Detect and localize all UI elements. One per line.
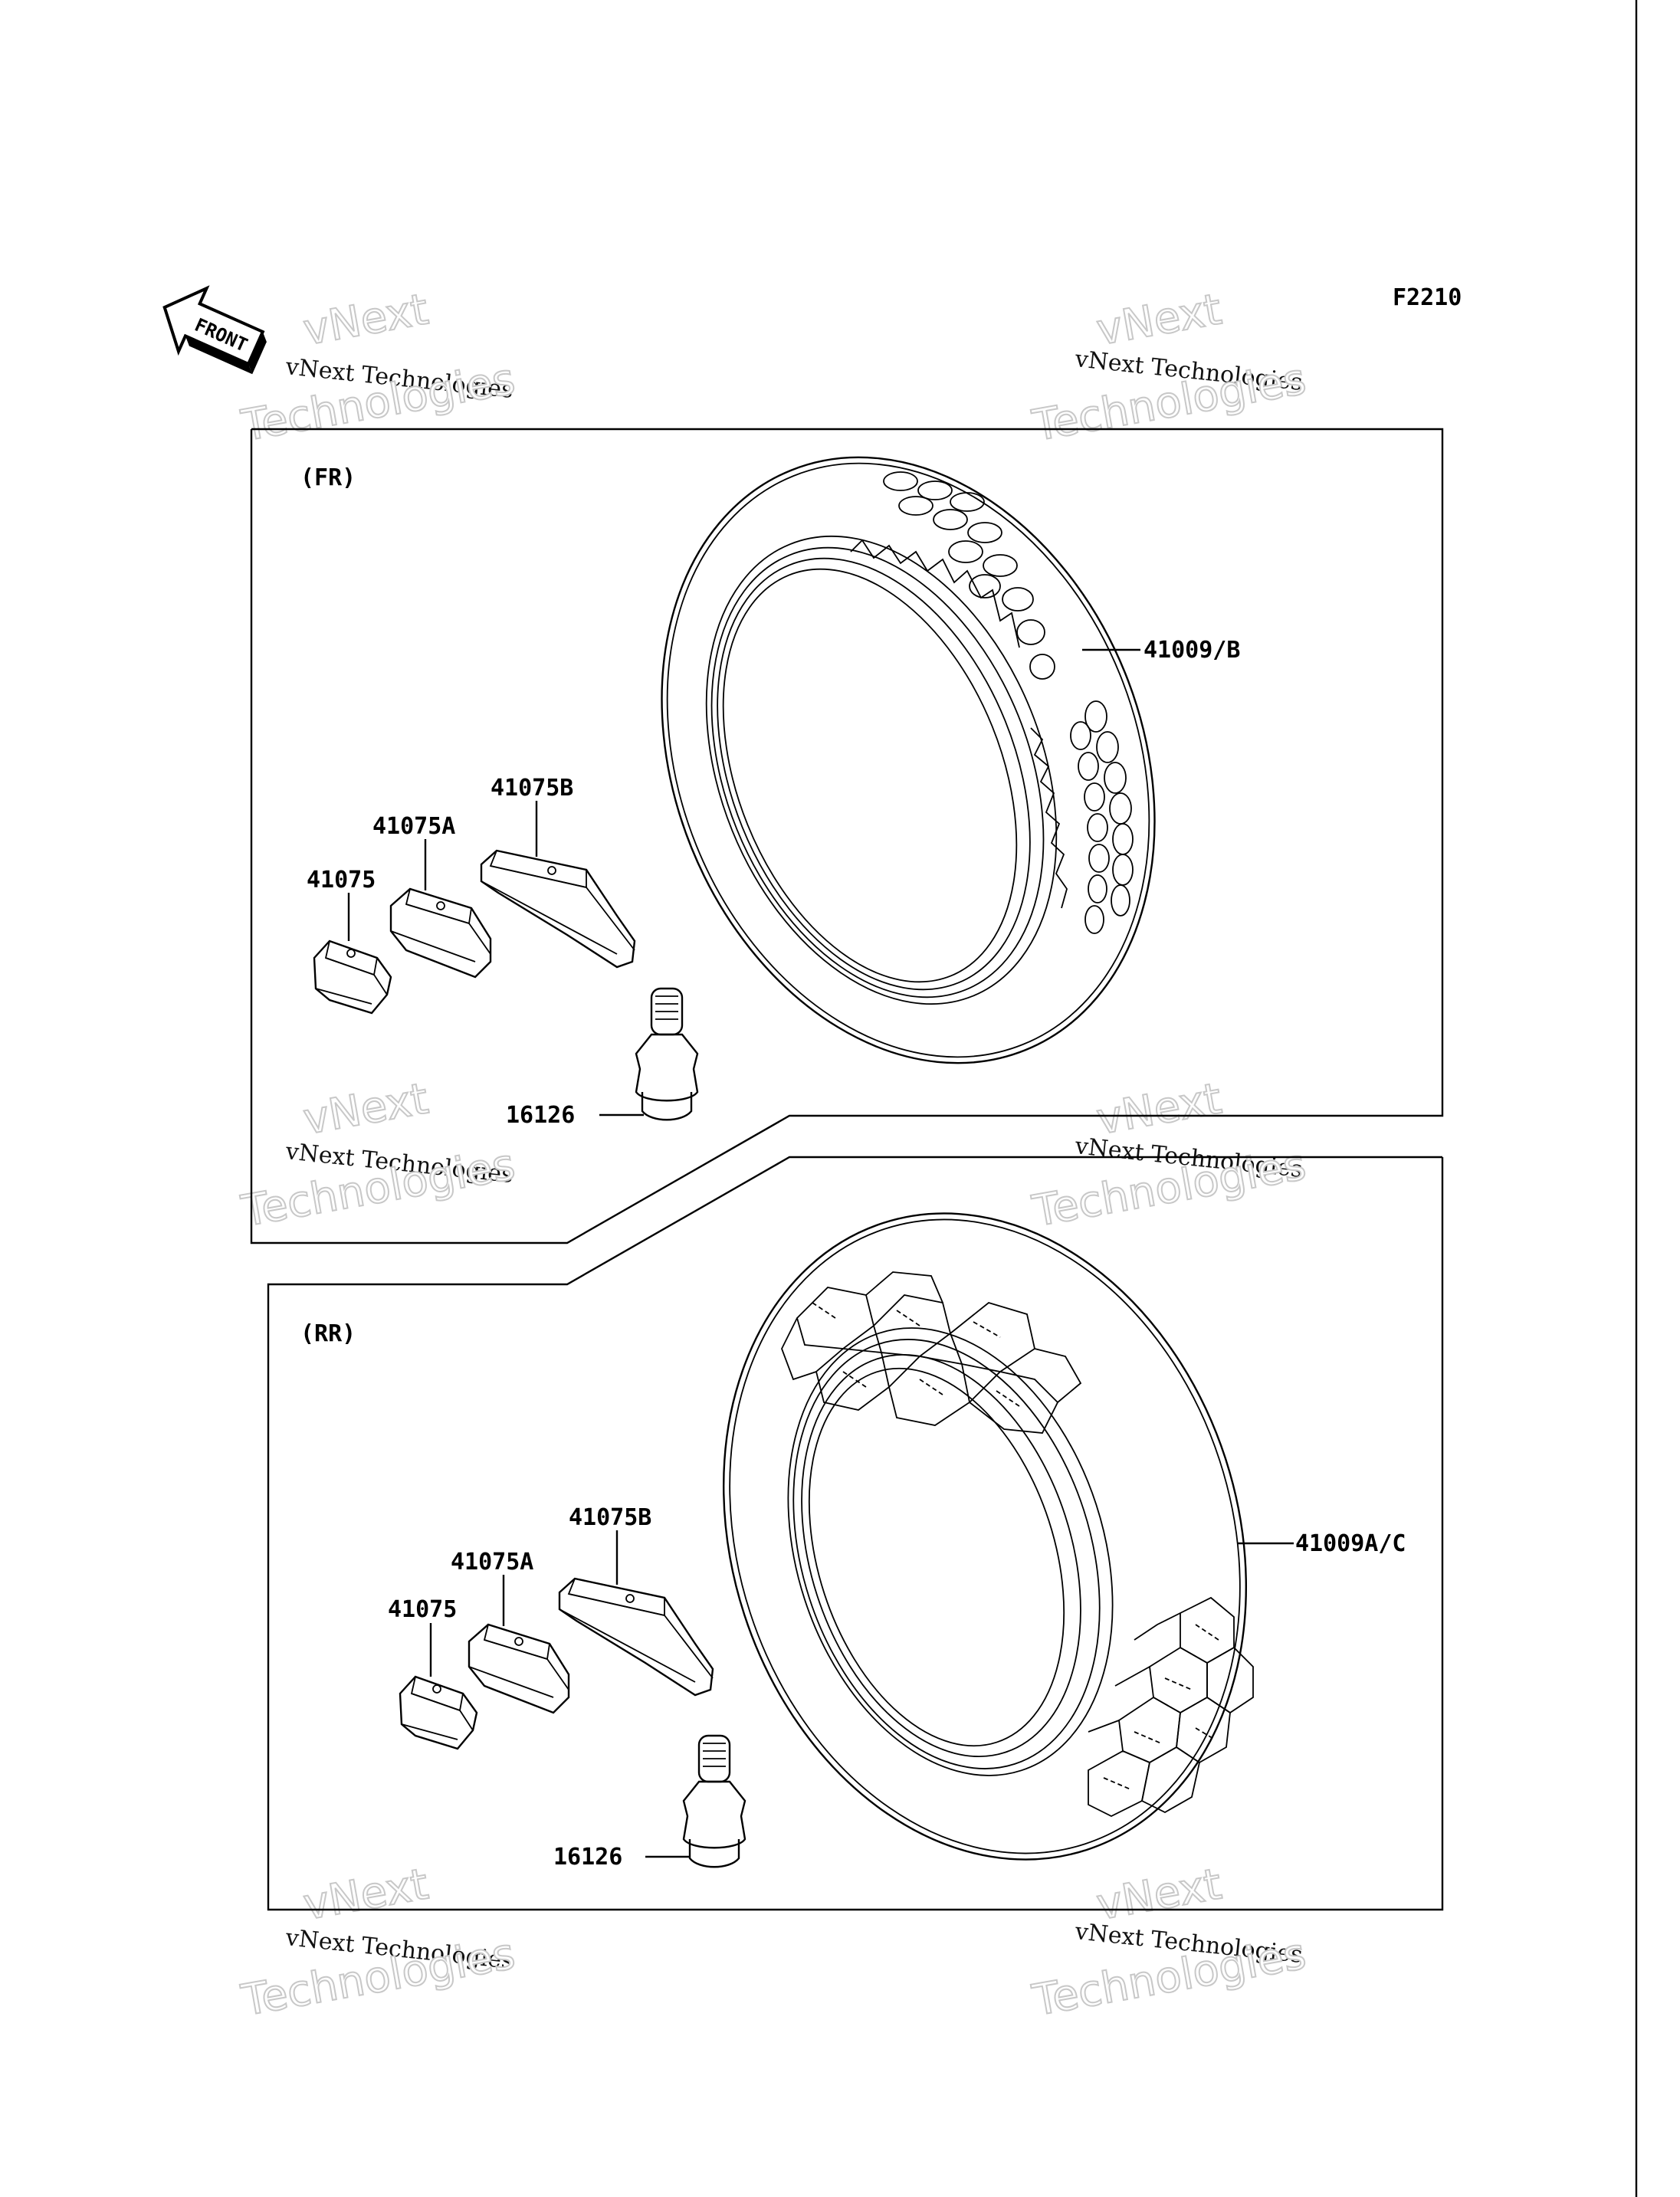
front-group-frame	[250, 428, 1444, 1244]
watermark-text: vNext	[300, 1859, 431, 1930]
front-weight-41075b-drawing	[480, 849, 636, 969]
watermark-text: vNext	[1093, 284, 1225, 355]
watermark-mid-left: vNext Technologies vNext Technologies	[237, 1073, 520, 1238]
rear-weight-b-part-number: 41075B	[569, 1504, 651, 1531]
watermark-top-left: vNext Technologies vNext Technologies	[237, 284, 520, 452]
watermark-bottom-left: vNext Technologies vNext Technologies	[237, 1858, 520, 2027]
rear-weight-part-number: 41075	[388, 1596, 457, 1623]
watermark-bottom-right: vNext Technologies vNext Technologies	[1028, 1858, 1311, 2027]
front-tire-drawing	[661, 456, 1156, 1064]
rear-tread-side	[1088, 1596, 1254, 1818]
watermark-top-right: vNext Technologies vNext Technologies	[1028, 284, 1311, 452]
front-weight-a-part-number: 41075A	[372, 813, 455, 840]
rear-weight-a-part-number: 41075A	[451, 1549, 533, 1576]
rear-weight-41075a-drawing	[468, 1623, 570, 1714]
front-weight-41075-drawing	[313, 939, 392, 1015]
front-tire-part-number: 41009/B	[1144, 637, 1240, 664]
front-weight-b-part-number: 41075B	[491, 775, 573, 802]
front-valve-part-number: 16126	[506, 1102, 575, 1129]
front-tread-side	[1030, 700, 1134, 934]
rear-tire-drawing	[722, 1212, 1254, 1861]
front-valve-drawing	[635, 987, 699, 1121]
front-arrow-icon: FRONT	[162, 285, 267, 375]
watermark-text: vNext	[300, 1074, 431, 1144]
watermark-text: vNext	[1093, 1074, 1225, 1144]
watermark-text: vNext	[300, 284, 431, 355]
front-tread-top	[850, 471, 1055, 680]
rear-tread-top	[781, 1271, 1082, 1434]
rear-group-frame	[267, 1156, 1444, 1911]
rear-valve-drawing	[682, 1734, 746, 1868]
rear-weight-41075-drawing	[399, 1675, 478, 1750]
watermark-mid-right: vNext Technologies vNext Technologies	[1028, 1073, 1311, 1238]
front-weight-part-number: 41075	[307, 867, 376, 894]
figure-code: F2210	[1393, 284, 1462, 311]
rear-group-label: (RR)	[300, 1320, 356, 1347]
front-weight-41075a-drawing	[389, 887, 492, 979]
rear-tire-part-number: 41009A/C	[1295, 1530, 1406, 1557]
rear-valve-part-number: 16126	[553, 1844, 622, 1871]
front-group-label: (FR)	[300, 464, 356, 491]
watermark-text: vNext	[1093, 1859, 1225, 1930]
rear-weight-41075b-drawing	[558, 1577, 714, 1697]
